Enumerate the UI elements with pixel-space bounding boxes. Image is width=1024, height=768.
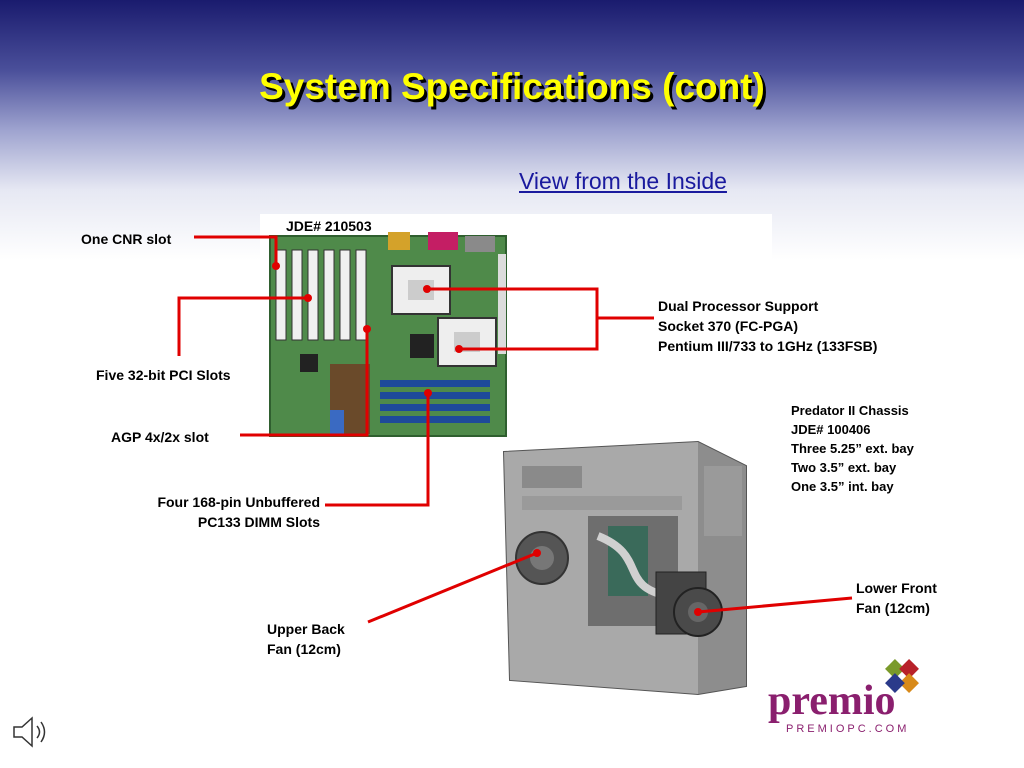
subtitle-link[interactable]: View from the Inside <box>519 168 727 194</box>
logo-brand-text: premio <box>768 678 896 724</box>
callout-dimm-line1: Four 168-pin Unbuffered <box>157 494 320 510</box>
callout-lower-front-fan: Lower Front Fan (12cm) <box>856 578 937 618</box>
callout-dimm-line2: PC133 DIMM Slots <box>197 514 320 530</box>
callout-cpu-line1: Dual Processor Support <box>658 298 819 314</box>
motherboard-model-label: JDE# 210503 <box>286 218 372 234</box>
upper-back-line1: Upper Back <box>267 621 345 637</box>
chassis-line1: Predator II Chassis <box>791 403 909 418</box>
lower-front-line1: Lower Front <box>856 580 937 596</box>
slide-title: System Specifications (cont) <box>259 66 765 107</box>
chassis-spec-block: Predator II Chassis JDE# 100406 Three 5.… <box>791 401 914 496</box>
chassis-line2: JDE# 100406 <box>791 422 871 437</box>
callout-agp-slot: AGP 4x/2x slot <box>111 429 209 445</box>
callout-cpu-line2: Socket 370 (FC-PGA) <box>658 318 799 334</box>
callout-cpu-support: Dual Processor Support Socket 370 (FC-PG… <box>658 296 877 356</box>
callout-cpu-line3: Pentium III/733 to 1GHz (133FSB) <box>658 338 878 354</box>
upper-back-line2: Fan (12cm) <box>267 641 341 657</box>
chassis-line4: Two 3.5” ext. bay <box>791 460 897 475</box>
lower-front-line2: Fan (12cm) <box>856 600 930 616</box>
callout-cnr-slot: One CNR slot <box>81 231 172 247</box>
speaker-icon[interactable] <box>10 712 50 752</box>
logo-url-text: PREMIOPC.COM <box>786 723 909 735</box>
premio-logo: premio PREMIOPC.COM <box>768 659 919 735</box>
chassis-image <box>502 440 747 696</box>
chassis-line3: Three 5.25” ext. bay <box>791 441 914 456</box>
callout-dimm-slots: Four 168-pin Unbuffered PC133 DIMM Slots <box>100 492 320 532</box>
callout-pci-slots: Five 32-bit PCI Slots <box>96 367 231 383</box>
chassis-line5: One 3.5” int. bay <box>791 479 894 494</box>
callout-upper-back-fan: Upper Back Fan (12cm) <box>267 619 345 659</box>
